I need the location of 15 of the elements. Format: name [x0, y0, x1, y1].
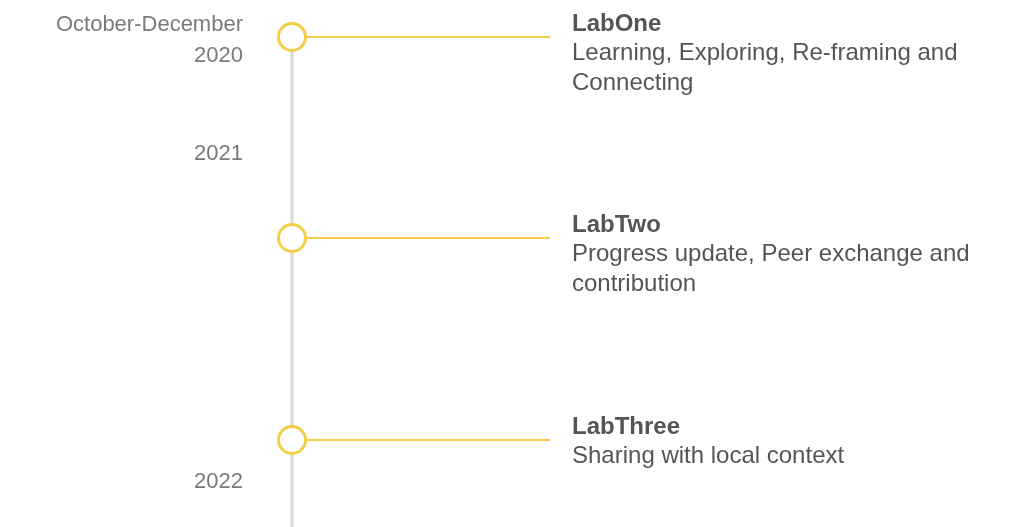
- timeline-marker: [277, 22, 307, 52]
- session-description: Progress update, Peer exchange and contribution: [572, 238, 971, 298]
- date-label: October-December 2020: [54, 10, 243, 69]
- connector-line: [306, 439, 551, 441]
- session-title: LabThree: [572, 412, 682, 440]
- session-description: Learning, Exploring, Re-framing and Connecting: [572, 37, 959, 97]
- session-description: Sharing with local context: [572, 440, 846, 470]
- timeline-marker: [277, 425, 307, 455]
- session-title: LabOne: [572, 9, 663, 37]
- timeline-marker: [277, 223, 307, 253]
- date-label: 2021: [193, 139, 243, 167]
- date-label: 2022: [193, 467, 243, 495]
- connector-line: [306, 36, 551, 38]
- connector-line: [306, 237, 551, 239]
- session-title: LabTwo: [572, 210, 662, 238]
